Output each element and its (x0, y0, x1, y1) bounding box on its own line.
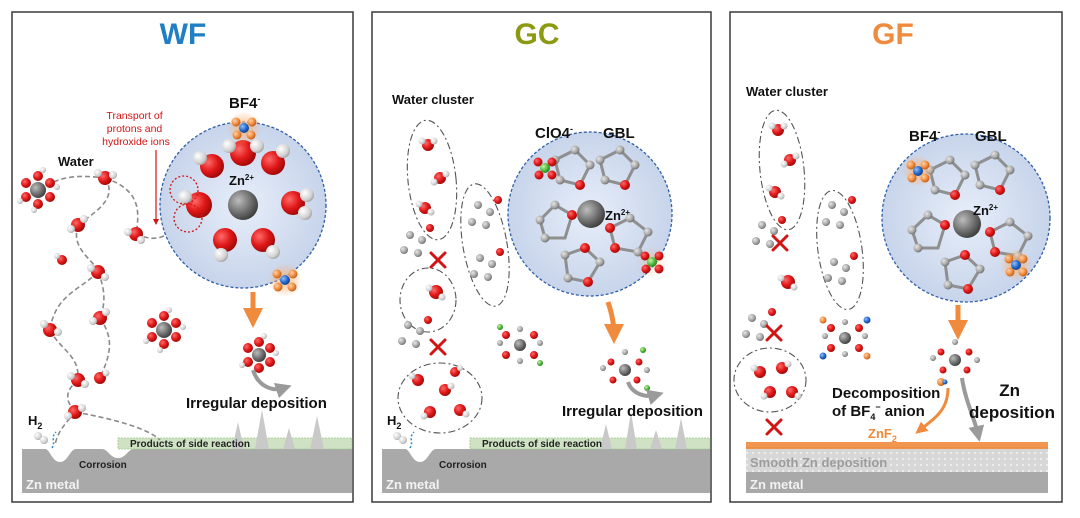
zn-ion-label-gc: Zn2+ (605, 208, 630, 223)
corrosion-label: Corrosion (79, 460, 127, 471)
gbl-solvation-shell-gc (535, 145, 653, 287)
znf2-layer (746, 442, 1048, 449)
side-reaction-spikes-gc (600, 412, 687, 449)
water-cluster-gf-1 (758, 109, 806, 231)
water-cluster-gc-4 (397, 362, 483, 434)
zn-deposition-label: Zn deposition (969, 381, 1055, 422)
zn-metal-substrate-gc (382, 449, 710, 493)
zn-ion-label-gf: Zn2+ (973, 203, 998, 218)
clo4-label: ClO4- (535, 124, 573, 142)
water-cluster-gc-1 (406, 119, 458, 241)
side-reaction-label: Products of side reaction (130, 439, 250, 450)
panel-wf-frame (11, 11, 354, 503)
zn-metal-label: Zn metal (26, 477, 79, 492)
bf4-label-gf: BF4- (909, 127, 940, 145)
panel-wf: WF Products of side reaction Corrosion Z… (17, 18, 353, 493)
panel-wf-title: WF (160, 18, 207, 51)
side-reaction-label-gc: Products of side reaction (482, 439, 602, 450)
panel-gc-title: GC (515, 18, 560, 51)
h2-molecule (34, 432, 48, 444)
h2-bubble-trail-gc (409, 431, 415, 449)
panel-gc: GC Water cluster Products of side reacti… (382, 18, 711, 493)
side-reaction-layer-gc (469, 437, 711, 450)
clo4-anion-bottom (636, 246, 668, 278)
water-cluster-gc-3 (399, 267, 457, 333)
water-cluster-label-gc: Water cluster (392, 92, 474, 107)
transport-label: Transport of protons and hydroxide ions (102, 110, 170, 148)
smooth-deposition-label: Smooth Zn deposition (750, 455, 887, 470)
hydrated-zn-cluster-middle (143, 307, 186, 353)
solvation-shell-water (169, 139, 314, 262)
bf4-label-wf: BF4- (229, 94, 260, 112)
hydrated-zn-cluster-left (17, 167, 60, 213)
zn-metal-label-gf: Zn metal (750, 477, 803, 492)
panel-gc-frame (371, 11, 712, 503)
water-label-wf: Water (58, 154, 94, 169)
water-cluster-molecules-gc (408, 137, 470, 420)
depositing-cluster-gf (930, 339, 980, 386)
gbl-label-gc: GBL (603, 125, 635, 142)
hbond-network (39, 175, 171, 446)
h2-label: H2 (28, 413, 42, 431)
panel-gf-title: GF (872, 18, 914, 51)
gbl-molecules-gf-cluster (742, 196, 858, 341)
panel-gf: GF Water cluster Smooth Zn deposition Zn… (733, 18, 1055, 493)
zn-metal-substrate (22, 449, 352, 493)
panel-gf-frame (729, 11, 1063, 503)
blocked-x-marks-gf (765, 234, 789, 436)
water-cluster-gc-2 (460, 183, 510, 307)
water-cluster-molecules-gf (750, 122, 802, 400)
zn-deposition-arrow (960, 377, 985, 442)
water-cluster-gf-3 (733, 347, 807, 413)
h2-molecule-gc (393, 432, 407, 444)
deposition-label-wf: Irregular deposition (186, 395, 327, 412)
deposition-curve-gc (626, 381, 664, 405)
h2-label-gc: H2 (387, 413, 401, 431)
gbl-label-gf: GBL (975, 128, 1007, 145)
zn-ion-label-wf: Zn2+ (229, 173, 254, 188)
contact-ion-cluster-gc (497, 324, 543, 366)
depositing-cluster-gc (600, 347, 650, 391)
bf4-anion-bottom (268, 263, 302, 297)
corrosion-label-gc: Corrosion (439, 460, 487, 471)
decomposition-label: Decomposition (832, 385, 940, 402)
zn-metal-label-gc: Zn metal (386, 477, 439, 492)
blocked-x-marks-gc (429, 251, 447, 356)
znf2-arrow (915, 387, 950, 434)
deposition-label-gc: Irregular deposition (562, 403, 703, 420)
side-reaction-spikes (232, 410, 324, 449)
decomposition-anion-label: of BF4− anion (832, 402, 925, 422)
deposition-curve-wf (251, 369, 292, 399)
bf4-anion-top (227, 111, 261, 145)
deposition-arrow-gc (603, 301, 624, 344)
gbl-molecules-gc-cluster (398, 196, 504, 348)
water-cluster-label-gf: Water cluster (746, 84, 828, 99)
water-cluster-gf-2 (816, 189, 864, 311)
bf4-anion-gf-top (902, 155, 934, 187)
clo4-anion-top (533, 157, 557, 180)
h2-bubble-trail (51, 431, 57, 449)
contact-ion-cluster-gf (819, 316, 871, 360)
smooth-deposition-layer (746, 448, 1048, 472)
znf2-label: ZnF2 (868, 426, 897, 444)
bf4-anion-gf-bottom (1000, 249, 1032, 281)
gbl-solvation-shell-gf (907, 150, 1033, 294)
water-chain-molecules (40, 169, 145, 420)
hydrated-zn-cluster-depositing (239, 333, 279, 373)
